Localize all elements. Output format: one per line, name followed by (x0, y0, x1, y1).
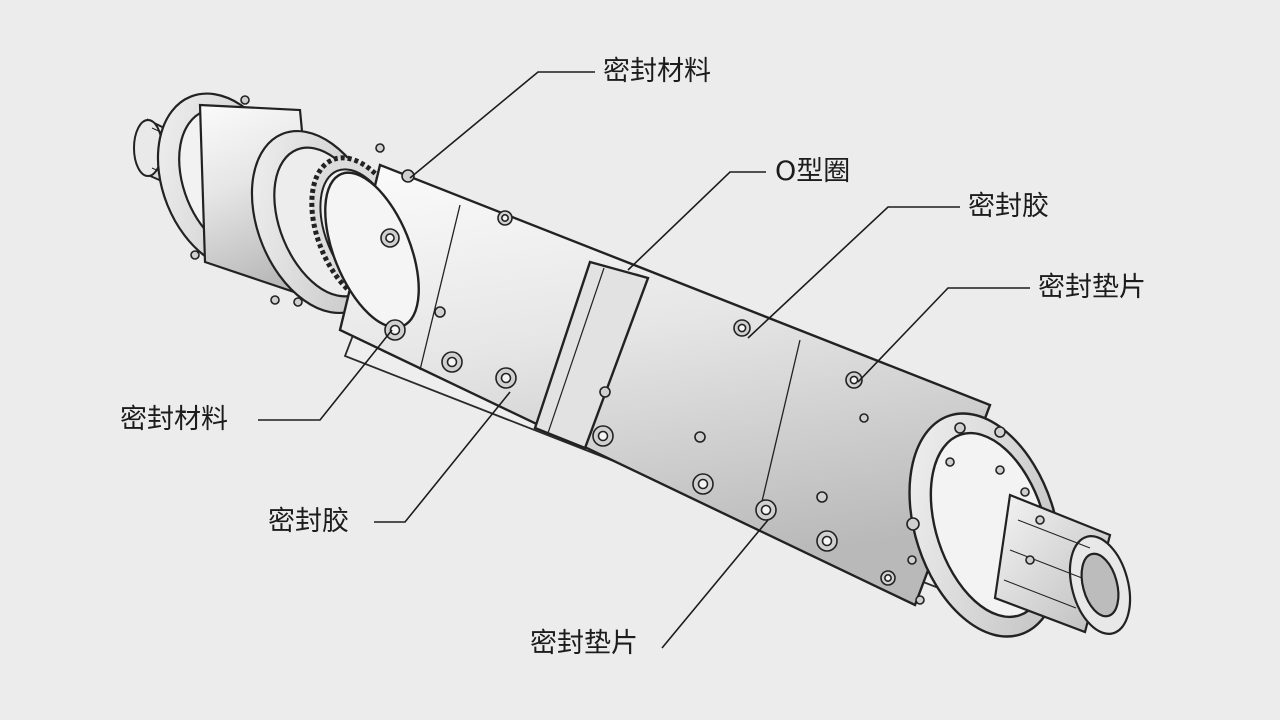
bolt (599, 386, 611, 398)
bolt (375, 143, 385, 153)
bolt (945, 457, 955, 467)
leader-top-seal-material (409, 71, 595, 179)
leader-bottom-gasket (661, 519, 769, 649)
bolt (995, 465, 1005, 475)
bolt-head (737, 323, 747, 333)
bolt-head (385, 233, 395, 243)
bolt (434, 306, 446, 318)
bolt (859, 413, 869, 423)
bolt (240, 95, 250, 105)
bolt (270, 295, 280, 305)
bolt-head (500, 372, 512, 384)
bolt (954, 422, 966, 434)
bolt (816, 491, 828, 503)
leader-left-sealant (374, 391, 511, 523)
leader-lines (258, 71, 1030, 649)
leader-top-gasket (857, 287, 1030, 383)
bolt-head (501, 214, 509, 222)
bolt (907, 555, 917, 565)
bolt-head (821, 535, 833, 547)
leader-top-sealant (747, 206, 960, 339)
bolt-head (597, 430, 609, 442)
bolt (401, 169, 415, 183)
bolt (1035, 515, 1045, 525)
callout-top-seal-material: 密封材料 (603, 56, 711, 87)
bolt (915, 595, 925, 605)
bolt (994, 426, 1006, 438)
callout-top-gasket: 密封垫片 (1038, 272, 1146, 303)
callout-top-sealant: 密封胶 (968, 191, 1049, 222)
main-cylinder (324, 163, 992, 607)
leader-left-seal-material (258, 329, 393, 421)
callout-left-sealant: 密封胶 (268, 506, 349, 537)
bolt-head (760, 504, 772, 516)
bolt-head (697, 478, 709, 490)
o-ring-band (533, 260, 650, 450)
bolt (906, 517, 920, 531)
bolts (190, 95, 1045, 605)
callout-o-ring: O型圈 (775, 156, 851, 187)
bolt (190, 250, 200, 260)
bolt-head (849, 375, 859, 385)
bolt-head (884, 574, 892, 582)
bolt-head (389, 324, 401, 336)
bolt (1020, 487, 1030, 497)
bolt (293, 297, 303, 307)
callout-bottom-gasket: 密封垫片 (530, 628, 638, 659)
leader-o-ring (627, 171, 766, 271)
bolt (694, 431, 706, 443)
bolt (1025, 555, 1035, 565)
bolt-head (446, 356, 458, 368)
callout-left-seal-material: 密封材料 (120, 404, 228, 435)
right-shaft-end (993, 493, 1132, 635)
